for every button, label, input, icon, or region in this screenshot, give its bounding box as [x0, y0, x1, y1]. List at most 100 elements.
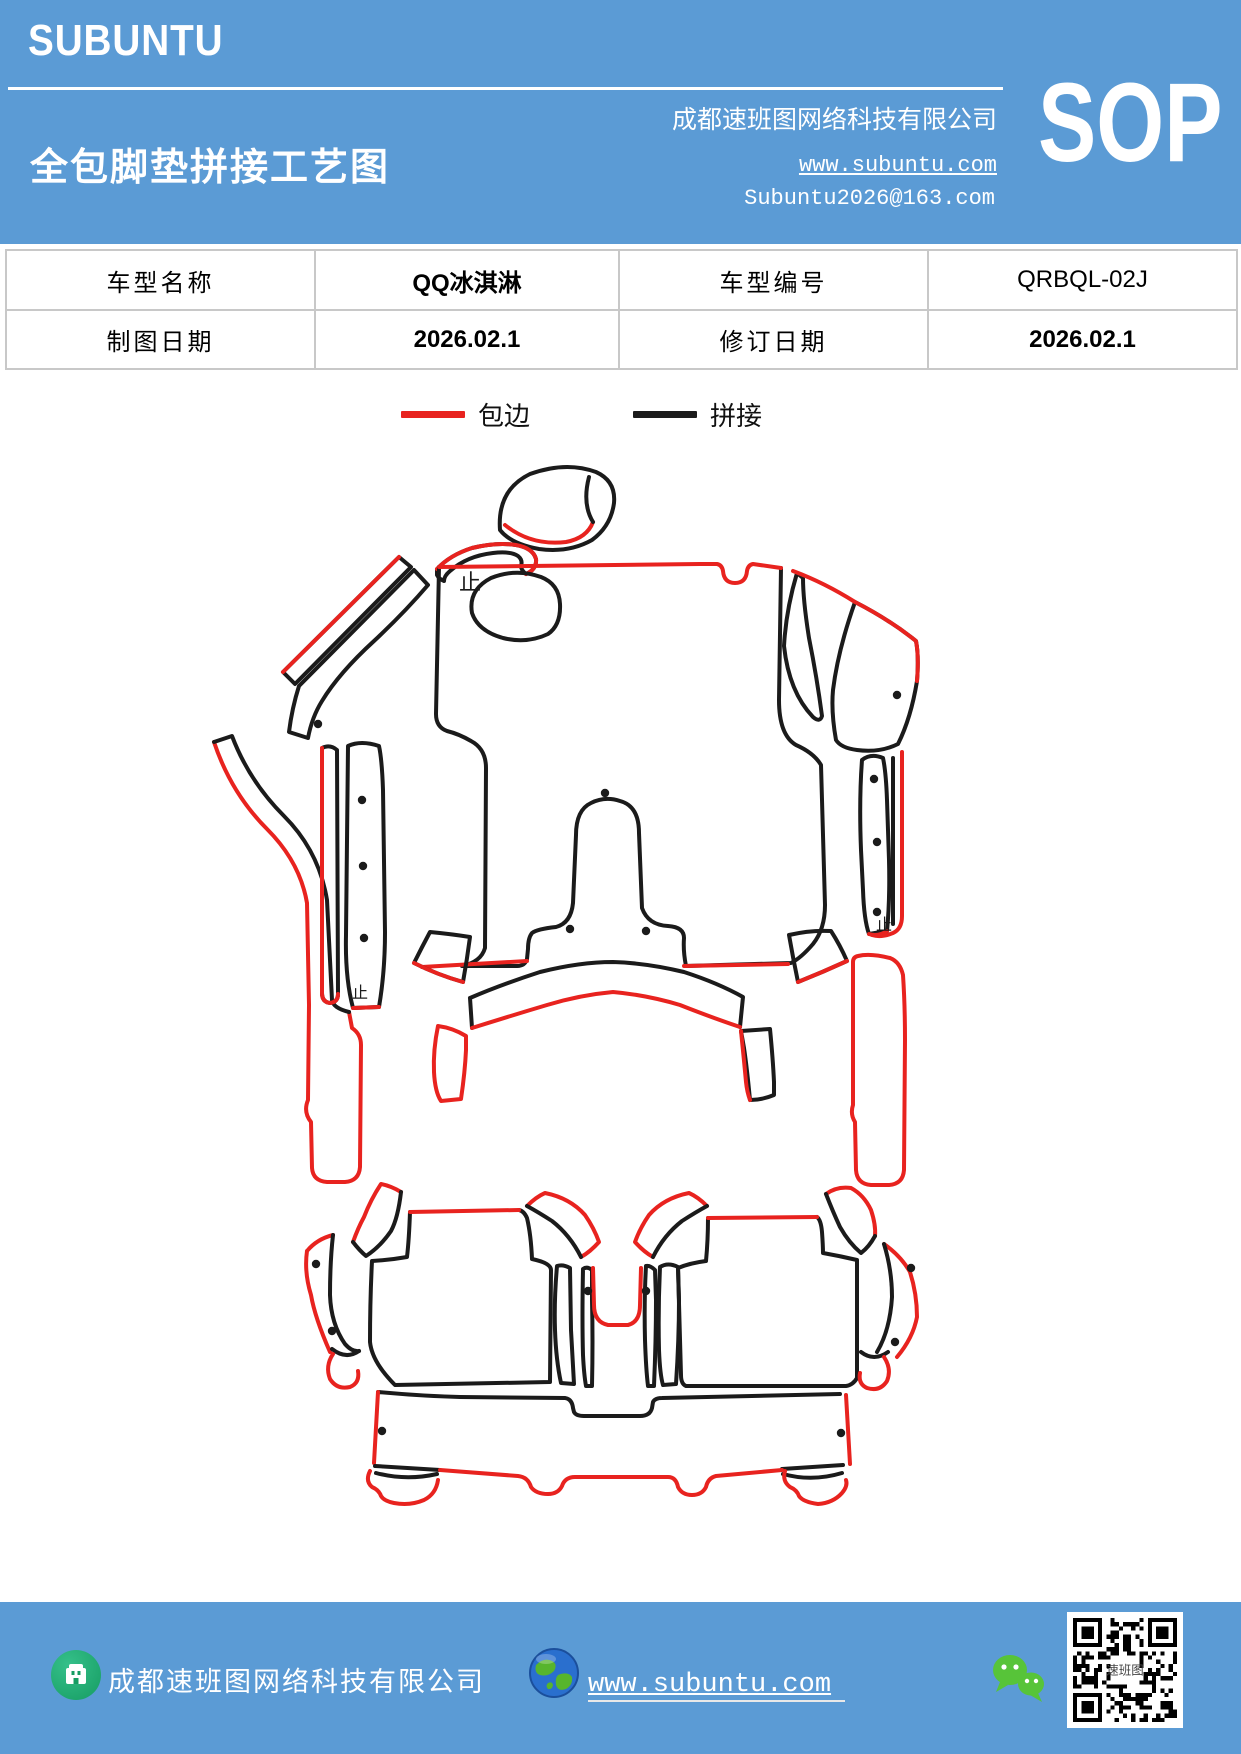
- mat-piece-path-13: [212, 740, 363, 1184]
- fastener-dot-9: [358, 861, 368, 871]
- mat-piece-path-12: [287, 568, 430, 740]
- stop-mark-1: 止: [352, 983, 368, 1002]
- table-cell-r1c0: 制图日期: [7, 311, 316, 368]
- mat-piece-path-63: [844, 1393, 852, 1466]
- fastener-dot-5: [869, 774, 879, 784]
- fastener-dot-14: [641, 1286, 651, 1296]
- mat-piece-path-67: [365, 1469, 440, 1506]
- fastener-dot-12: [327, 1326, 337, 1336]
- brand-logo: SUBUNTU: [28, 16, 224, 65]
- fastener-dot-15: [906, 1263, 916, 1273]
- mat-piece-path-43: [408, 1208, 521, 1214]
- table-cell-r1c3: 2026.02.1: [1029, 325, 1136, 353]
- mat-piece-path-40: [330, 1347, 361, 1357]
- mat-piece-path-65: [780, 1463, 845, 1480]
- fastener-dot-3: [313, 719, 323, 729]
- fastener-dot-10: [359, 933, 369, 943]
- mat-piece-path-60: [857, 1355, 891, 1392]
- mat-piece-path-66: [438, 1468, 784, 1497]
- mat-piece-path-20: [830, 600, 920, 753]
- footer-company-name: 成都速班图网络科技有限公司: [108, 1667, 485, 1697]
- mat-piece-path-3: [435, 542, 539, 583]
- qr-code: 速班图: [1067, 1612, 1183, 1728]
- fastener-dot-18: [836, 1428, 846, 1438]
- mat-piece-path-57: [882, 1242, 919, 1359]
- mat-piece-path-39: [328, 1233, 361, 1354]
- legend-item-0: 包边: [401, 396, 530, 433]
- table-cell-r0c1: QQ冰淇淋: [316, 251, 620, 311]
- mat-piece-path-58: [875, 1242, 894, 1354]
- mat-piece-path-55: [824, 1185, 878, 1238]
- mat-piece-path-46: [552, 1263, 576, 1386]
- mat-piece-path-0: [497, 464, 617, 552]
- mat-piece-path-52: [651, 1204, 709, 1259]
- mat-piece-path-51: [633, 1191, 709, 1259]
- fastener-dot-17: [377, 1426, 387, 1436]
- svg-text:速班图: 速班图: [1106, 1664, 1143, 1678]
- fastener-dot-13: [583, 1286, 593, 1296]
- mat-piece-path-7: [437, 562, 783, 585]
- mat-piece-path-2: [584, 475, 595, 524]
- fastener-dot-0: [600, 788, 610, 798]
- sop-label: SOP: [1038, 60, 1223, 185]
- legend-swatch: [633, 411, 697, 418]
- mat-piece-path-24: [858, 753, 892, 936]
- mat-piece-path-37: [351, 1190, 403, 1258]
- header-website-link[interactable]: www.subuntu.com: [798, 153, 997, 178]
- footer-band: 成都速班图网络科技有限公司 www.subuntu.com: [0, 1602, 1241, 1754]
- header-divider: [8, 87, 1003, 90]
- fastener-dot-11: [311, 1259, 321, 1269]
- mat-piece-path-29: [796, 959, 849, 984]
- mat-piece-path-41: [326, 1352, 361, 1390]
- mat-piece-path-34: [739, 1029, 752, 1102]
- mat-piece-path-62: [372, 1390, 380, 1465]
- header-band: SUBUNTU 成都速班图网络科技有限公司 全包脚垫拼接工艺图 SOP www.…: [0, 0, 1241, 244]
- building-icon: [51, 1650, 101, 1700]
- mat-piece-path-45: [525, 1204, 583, 1259]
- legend-label: 包边: [478, 402, 531, 431]
- stop-mark-2: 止: [876, 915, 892, 934]
- fastener-dot-16: [890, 1337, 900, 1347]
- mat-piece-path-64: [373, 1464, 442, 1480]
- mat-piece-path-59: [859, 1350, 890, 1359]
- mat-piece-path-68: [782, 1469, 849, 1506]
- globe-icon: [528, 1647, 580, 1699]
- mat-piece-path-21: [791, 569, 920, 683]
- stop-mark-0: 止: [459, 571, 481, 596]
- mat-piece-path-48: [591, 1266, 643, 1327]
- page-title: 全包脚垫拼接工艺图: [30, 145, 391, 189]
- mat-piece-path-49: [642, 1263, 658, 1388]
- mat-piece-path-10: [281, 555, 413, 686]
- mat-piece-path-1: [503, 520, 595, 545]
- mat-piece-path-47: [580, 1265, 595, 1388]
- fastener-dot-8: [357, 795, 367, 805]
- mat-piece-path-14: [212, 734, 351, 1014]
- mat-piece-path-5: [469, 570, 563, 643]
- header-company-name: 成都速班图网络科技有限公司: [671, 107, 997, 134]
- mat-piece-path-19: [782, 571, 824, 722]
- mat-piece-path-54: [706, 1215, 819, 1220]
- mat-piece-path-9: [682, 962, 790, 968]
- diagram-legend: 包边 拼接: [0, 396, 1241, 433]
- mat-piece-path-35: [849, 952, 907, 1187]
- fastener-dot-1: [565, 924, 575, 934]
- fastener-dot-4: [892, 690, 902, 700]
- footer-website-link[interactable]: www.subuntu.com: [588, 1670, 846, 1702]
- mat-piece-path-53: [676, 1215, 859, 1388]
- mat-piece-path-27: [412, 961, 465, 984]
- mat-piece-path-25: [867, 929, 889, 937]
- mat-piece-path-8: [420, 959, 529, 969]
- table-cell-r0c3: QRBQL-02J: [929, 251, 1236, 311]
- fastener-dot-6: [872, 837, 882, 847]
- mat-piece-path-6: [434, 565, 827, 968]
- mat-piece-path-42: [368, 1208, 553, 1387]
- table-cell-r1c1: 2026.02.1: [316, 311, 620, 368]
- mat-piece-path-32: [431, 1024, 468, 1103]
- mat-piece-path-36: [351, 1182, 403, 1244]
- legend-label: 拼接: [710, 402, 763, 431]
- mat-piece-path-17: [343, 741, 387, 1010]
- table-cell-r0c0: 车型名称: [7, 251, 316, 311]
- mat-piece-path-11: [281, 555, 401, 674]
